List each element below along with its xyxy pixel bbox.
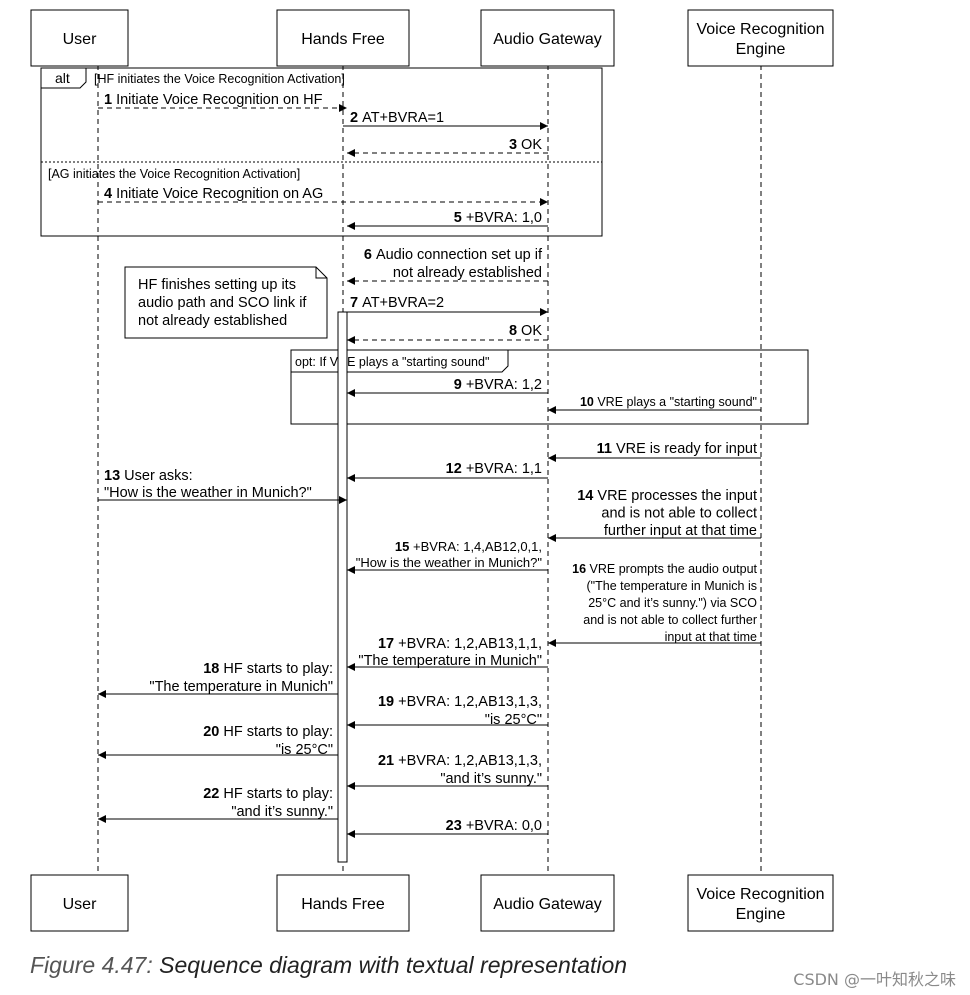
message-16: 16 VRE prompts the audio output("The tem… [548,562,761,647]
alt-guard-1: [HF initiates the Voice Recognition Acti… [94,72,345,86]
message-13: 13 User asks:"How is the weather in Muni… [98,468,347,504]
figure-number: Figure 4.47: [30,952,153,978]
message-2: 2 AT+BVRA=1 [343,110,548,130]
message-23: 23 +BVRA: 0,0 [347,818,548,838]
message-5: 5 +BVRA: 1,0 [347,210,548,230]
message-label: 19 +BVRA: 1,2,AB13,1,3,"is 25°C" [378,694,542,728]
participant-label: User [63,896,97,913]
hf-activation-bar [337,311,348,863]
message-9: 9 +BVRA: 1,2 [347,377,548,397]
participant-label: User [63,31,97,48]
message-19: 19 +BVRA: 1,2,AB13,1,3,"is 25°C" [347,694,548,729]
message-8: 8 OK [347,323,548,344]
participant-label: Audio Gateway [493,896,602,913]
participant-ag-top: Audio Gateway [480,9,615,67]
message-18: 18 HF starts to play:"The temperature in… [98,661,338,698]
figure-caption: Figure 4.47: Sequence diagram with textu… [30,952,627,979]
message-label: 12 +BVRA: 1,1 [446,461,542,477]
message-label: 5 +BVRA: 1,0 [454,210,542,226]
message-17: 17 +BVRA: 1,2,AB13,1,1,"The temperature … [347,636,548,671]
message-label: 9 +BVRA: 1,2 [454,377,542,393]
message-12: 12 +BVRA: 1,1 [347,461,548,482]
message-21: 21 +BVRA: 1,2,AB13,1,3,"and it’s sunny." [347,753,548,790]
participant-hf-bottom: Hands Free [276,874,410,932]
message-7: 7 AT+BVRA=2 [347,295,548,316]
opt-fragment: opt: If VRE plays a "starting sound" [290,349,809,425]
message-label: 22 HF starts to play:"and it’s sunny." [203,786,333,820]
message-label: 20 HF starts to play:"is 25°C" [203,724,333,758]
message-label: 1 Initiate Voice Recognition on HF [104,92,323,108]
watermark: CSDN @一叶知秋之味 [793,970,956,989]
message-3: 3 OK [347,137,548,157]
message-label: 3 OK [509,137,542,153]
participant-hf-top: Hands Free [276,9,410,67]
message-label: 15 +BVRA: 1,4,AB12,0,1,"How is the weath… [356,539,543,570]
participant-user-top: User [30,9,129,67]
sequence-diagram: alt [HF initiates the Voice Recognition A… [30,9,834,932]
participant-label: Hands Free [301,896,385,913]
figure-title: Sequence diagram with textual representa… [159,952,628,978]
message-11: 11 VRE is ready for input [548,441,761,462]
message-label: 10 VRE plays a "starting sound" [580,395,757,409]
opt-tag: opt: If VRE plays a "starting sound" [295,355,489,369]
message-label: 2 AT+BVRA=1 [350,110,444,126]
participant-label: Hands Free [301,31,385,48]
message-15: 15 +BVRA: 1,4,AB12,0,1,"How is the weath… [347,539,548,574]
message-label: 7 AT+BVRA=2 [350,295,444,311]
alt-fragment: alt [HF initiates the Voice Recognition A… [40,67,603,237]
message-label: 17 +BVRA: 1,2,AB13,1,1,"The temperature … [358,636,542,669]
participant-label: Audio Gateway [493,31,602,48]
message-label: 13 User asks:"How is the weather in Muni… [104,468,312,501]
message-20: 20 HF starts to play:"is 25°C" [98,724,338,759]
alt-guard-2: [AG initiates the Voice Recognition Acti… [48,167,300,181]
message-label: 8 OK [509,323,542,339]
message-label: 4 Initiate Voice Recognition on AG [104,186,323,202]
participant-ag-bottom: Audio Gateway [480,874,615,932]
alt-tag: alt [55,70,70,86]
message-1: 1 Initiate Voice Recognition on HF [98,92,347,112]
message-label: 21 +BVRA: 1,2,AB13,1,3,"and it’s sunny." [378,753,542,787]
participant-user-bottom: User [30,874,129,932]
message-label: 11 VRE is ready for input [597,441,757,457]
message-label: 18 HF starts to play:"The temperature in… [149,661,333,695]
message-label: 16 VRE prompts the audio output("The tem… [572,562,757,644]
message-4: 4 Initiate Voice Recognition on AG [98,186,548,206]
message-22: 22 HF starts to play:"and it’s sunny." [98,786,338,823]
message-label: 23 +BVRA: 0,0 [446,818,542,834]
alt-tag-box [40,67,87,89]
message-10: 10 VRE plays a "starting sound" [548,395,761,414]
